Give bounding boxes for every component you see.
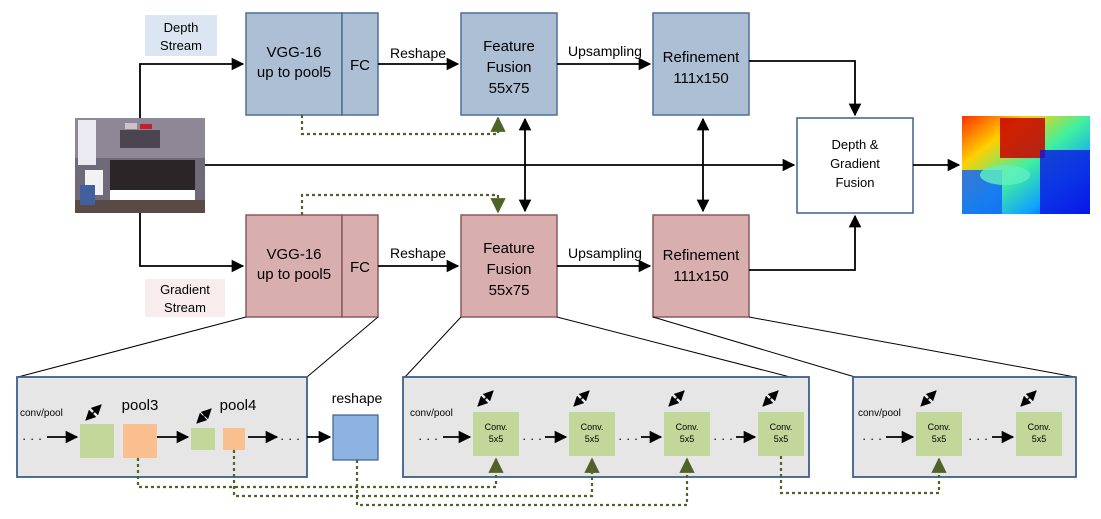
conv-5x5-block (473, 412, 519, 456)
resize-arrow-icon (1020, 390, 1037, 407)
gradient-fc-label: FC (350, 259, 370, 276)
depth-refinement-label-line1: Refinement (663, 49, 741, 66)
gradient-fc-block: FC (341, 214, 379, 318)
gradient-reshape-arrow-label: Reshape (390, 245, 446, 261)
gradient-fusion-label-line1: Feature (483, 240, 535, 257)
resize-arrow-icon (920, 390, 937, 407)
conv-block (191, 428, 215, 450)
conv-block-size: 5x5 (585, 434, 600, 444)
main-flow-arrows (139, 57, 961, 273)
conv-block-size: 5x5 (680, 434, 695, 444)
depth-fusion-label-line2: Fusion (486, 59, 531, 76)
depth-fusion-label-line3: 55x75 (489, 80, 530, 97)
conv-block-label: Conv. (928, 422, 951, 432)
pool4-block (223, 428, 245, 450)
gradient-stream-label-line1: Gradient (160, 282, 210, 297)
depth-stream-label-line1: Depth (164, 20, 199, 35)
depth-gradient-fusion-block: Depth & Gradient Fusion (796, 117, 914, 214)
resize-arrow-icon (477, 390, 494, 407)
conv-block-label: Conv. (770, 422, 793, 432)
conv-block-size: 5x5 (489, 434, 504, 444)
conv-block-size: 5x5 (1032, 434, 1047, 444)
conv-block (80, 424, 114, 458)
depth-reshape-arrow-label: Reshape (390, 45, 446, 61)
depth-refinement-block: Refinement 111x150 (652, 12, 750, 116)
gradient-fusion-label-line2: Fusion (486, 261, 531, 278)
gradient-stream-label: Gradient Stream (145, 279, 225, 317)
gradient-refinement-block: Refinement 111x150 (652, 214, 750, 318)
gradient-upsampling-arrow-label: Upsampling (568, 245, 642, 261)
final-fusion-label-line1: Depth & (832, 137, 879, 152)
pool3-block (123, 424, 157, 458)
reshape-block (332, 414, 379, 461)
input-image (75, 118, 205, 213)
gradient-vgg-label-line1: VGG-16 (266, 246, 321, 263)
gradient-feature-fusion-block: Feature Fusion 55x75 (460, 214, 558, 318)
fusion-panel-ellipsis-4: · · · (713, 431, 733, 446)
gradient-vgg-block: VGG-16 up to pool5 (245, 214, 343, 318)
pool4-label: pool4 (220, 397, 257, 414)
vgg-panel-conv-pool-label: conv/pool (20, 408, 63, 419)
refinement-panel-ellipsis-2: · · · (968, 431, 988, 446)
reshape-label: reshape (332, 390, 383, 406)
conv-block-size: 5x5 (774, 434, 789, 444)
depth-stream-label: Depth Stream (145, 15, 217, 56)
conv-5x5-block (569, 412, 615, 456)
gradient-vgg-label-line2: up to pool5 (257, 266, 331, 283)
depth-refinement-label-line2: 111x150 (673, 70, 728, 87)
bottom-skip-connections (136, 450, 947, 507)
depth-fusion-label-line1: Feature (483, 38, 535, 55)
conv-5x5-block (916, 412, 962, 456)
top-skip-connections (300, 115, 506, 215)
depth-stream-label-line2: Stream (160, 38, 202, 53)
resize-arrow-icon (573, 390, 590, 407)
vgg-detail-panel: conv/pool · · · pool3 pool4 · · · (16, 376, 308, 478)
conv-5x5-block (1016, 412, 1062, 456)
fusion-detail-panel: conv/pool · · · Conv. 5x5 · · · Conv. 5x… (402, 376, 810, 478)
output-depth-map (962, 116, 1090, 214)
depth-feature-fusion-block: Feature Fusion 55x75 (460, 12, 558, 116)
gradient-refinement-label-line2: 111x150 (673, 268, 728, 285)
gradient-stream-label-line2: Stream (164, 300, 206, 315)
depth-vgg-block: VGG-16 up to pool5 (245, 12, 343, 116)
zoom-lines (17, 316, 1076, 378)
resize-arrow-icon (762, 390, 779, 407)
gradient-refinement-label-line1: Refinement (663, 247, 741, 264)
depth-fc-block: FC (341, 12, 379, 116)
conv-5x5-block (664, 412, 710, 456)
conv-block-label: Conv. (676, 422, 699, 432)
conv-5x5-block (758, 412, 804, 456)
resize-arrow-icon (668, 390, 685, 407)
fusion-panel-conv-pool-label: conv/pool (410, 408, 453, 419)
gradient-fusion-label-line3: 55x75 (489, 282, 530, 299)
depth-vgg-label-line2: up to pool5 (257, 64, 331, 81)
fusion-panel-ellipsis-1: · · · (418, 431, 438, 446)
vgg-panel-ellipsis-start: · · · (22, 431, 42, 446)
refinement-detail-panel: conv/pool · · · Conv. 5x5 · · · Conv. 5x… (852, 376, 1077, 478)
refinement-panel-conv-pool-label: conv/pool (858, 408, 901, 419)
depth-fc-label: FC (350, 57, 370, 74)
fusion-panel-ellipsis-3: · · · (618, 431, 638, 446)
final-fusion-label-line3: Fusion (835, 175, 874, 190)
depth-upsampling-arrow-label: Upsampling (568, 43, 642, 59)
conv-block-size: 5x5 (932, 434, 947, 444)
conv-block-label: Conv. (581, 422, 604, 432)
pool3-label: pool3 (122, 397, 159, 414)
final-fusion-label-line2: Gradient (830, 156, 880, 171)
conv-block-label: Conv. (1028, 422, 1051, 432)
conv-block-label: Conv. (485, 422, 508, 432)
resize-arrow-icon (85, 404, 102, 421)
resize-arrow-icon (196, 408, 212, 424)
depth-vgg-label-line1: VGG-16 (266, 44, 321, 61)
vgg-panel-ellipsis-end: · · · (280, 431, 300, 446)
fusion-panel-ellipsis-2: · · · (522, 431, 542, 446)
refinement-panel-ellipsis-1: · · · (862, 431, 882, 446)
